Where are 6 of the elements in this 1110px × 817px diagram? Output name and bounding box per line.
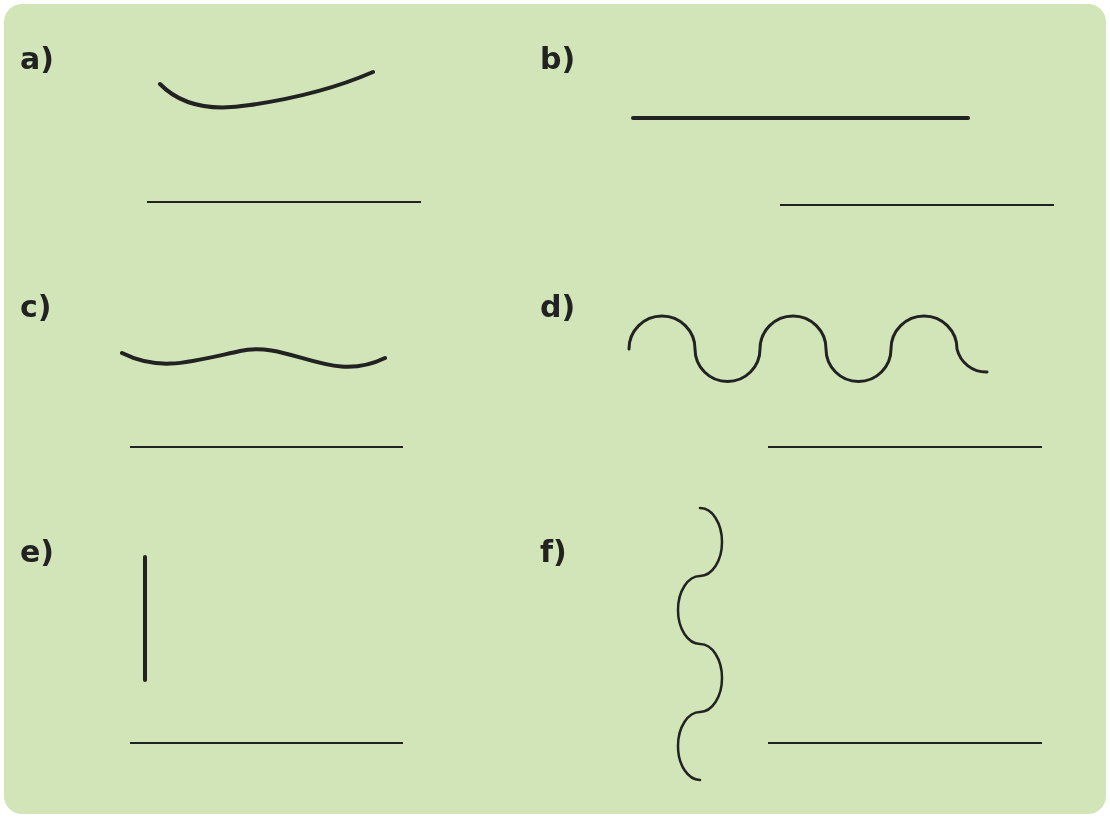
item-letter: a)	[20, 44, 54, 74]
item-letter: b)	[540, 44, 576, 74]
item-letter: d)	[540, 292, 576, 322]
item-letter: c)	[20, 292, 52, 322]
item-letter: f)	[540, 537, 567, 567]
item-letter: e)	[20, 537, 55, 567]
